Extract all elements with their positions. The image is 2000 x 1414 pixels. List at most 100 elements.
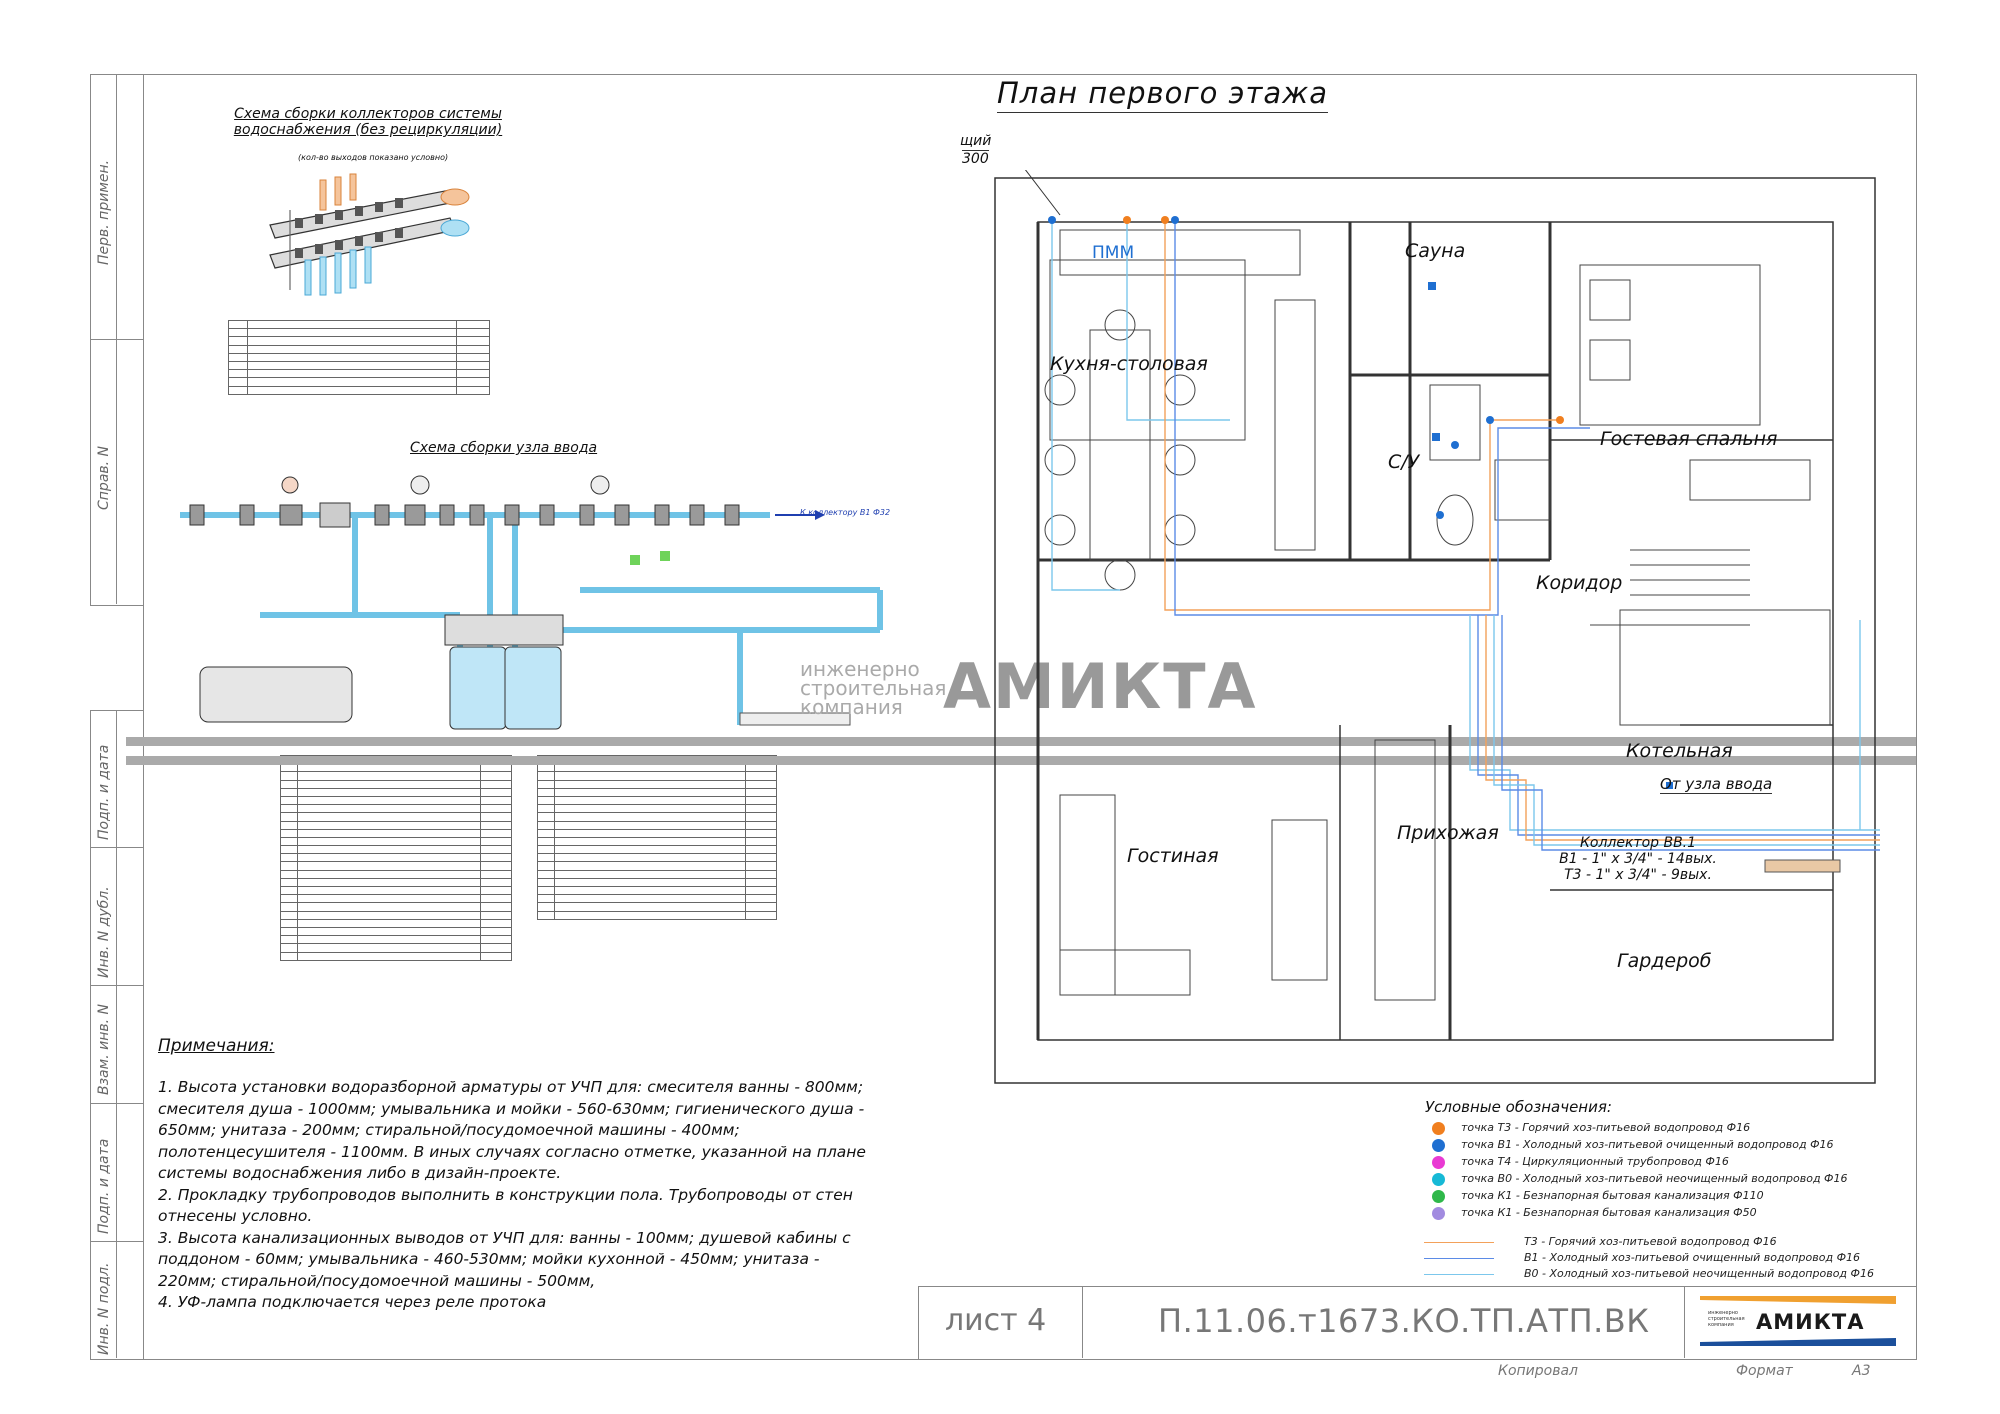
stamp-replace-inv: Взам. инв. N bbox=[96, 1004, 112, 1095]
legend-point-row: точка Т4 - Циркуляционный трубопровод Ф1… bbox=[1432, 1155, 1729, 1173]
stamp-orig-inv: Инв. N подл. bbox=[96, 1262, 112, 1356]
side-stamp-divider-bottom bbox=[116, 710, 117, 1358]
note-3: 3. Высота канализационных выводов от УЧП… bbox=[158, 1228, 851, 1290]
legend-line-label: Т3 - Горячий хоз-питьевой водопровод Ф16 bbox=[1524, 1235, 1777, 1248]
shield-leader bbox=[1024, 170, 1061, 216]
legend-line-swatch bbox=[1424, 1241, 1494, 1243]
document-code: П.11.06.т1673.КО.ТП.АТП.ВК bbox=[1158, 1302, 1650, 1340]
legend-point-label: точка Т4 - Циркуляционный трубопровод Ф1… bbox=[1461, 1155, 1729, 1168]
collectors-scheme-subtitle: (кол-во выходов показано условно) bbox=[298, 153, 449, 162]
room-kitchen: Кухня-столовая bbox=[1050, 353, 1208, 375]
room-wardrobe: Гардероб bbox=[1617, 950, 1712, 972]
inlet-filters bbox=[444, 614, 564, 730]
side-stamp-row-2 bbox=[90, 985, 143, 986]
page-title: План первого этажа bbox=[997, 76, 1329, 113]
collector-box bbox=[1764, 859, 1841, 873]
from-inlet-label: От узла ввода bbox=[1660, 775, 1773, 794]
note-2: 2. Прокладку трубопроводов выполнить в к… bbox=[158, 1185, 853, 1226]
plan-bathroom-fixtures bbox=[1429, 384, 1551, 546]
title-block-divider-1 bbox=[1082, 1286, 1083, 1358]
legend-point-row: точка В1 - Холодный хоз-питьевой очищенн… bbox=[1432, 1138, 1834, 1156]
plan-water-points bbox=[1048, 216, 1673, 789]
legend-point-row: точка К1 - Безнапорная бытовая канализац… bbox=[1432, 1206, 1757, 1224]
collectors-drawing bbox=[269, 173, 470, 296]
legend-point-dot bbox=[1432, 1172, 1445, 1186]
legend-line-row: В0 - Холодный хоз-питьевой неочищенный в… bbox=[1424, 1267, 1874, 1285]
room-boiler: Котельная bbox=[1626, 740, 1733, 762]
legend-line-label: В0 - Холодный хоз-питьевой неочищенный в… bbox=[1524, 1267, 1874, 1280]
notes-title: Примечания: bbox=[158, 1036, 275, 1056]
legend-line-row: В1 - Холодный хоз-питьевой очищенный вод… bbox=[1424, 1251, 1860, 1269]
room-living: Гостиная bbox=[1127, 845, 1219, 867]
legend-point-label: точка В0 - Холодный хоз-питьевой неочище… bbox=[1461, 1172, 1848, 1185]
note-4: 4. УФ-лампа подключается через реле прот… bbox=[158, 1293, 547, 1311]
to-collector-label: К коллектору В1 Ф32 bbox=[800, 508, 891, 517]
legend-point-dot bbox=[1432, 1206, 1445, 1220]
drawing-frame bbox=[143, 74, 1917, 1360]
room-wc: С/У bbox=[1388, 451, 1420, 473]
side-stamp-column-top bbox=[90, 74, 144, 606]
collector-hot-outlets bbox=[319, 173, 470, 211]
title-block-divider-2 bbox=[1684, 1286, 1685, 1358]
legend-point-dot bbox=[1432, 1155, 1445, 1169]
collector-valves bbox=[295, 198, 403, 258]
legend-point-dot bbox=[1432, 1189, 1445, 1203]
inlet-drawing bbox=[180, 475, 883, 730]
room-sauna: Сауна bbox=[1405, 240, 1466, 262]
collectors-spec-table bbox=[228, 319, 490, 395]
stamp-sign-date-2: Подп. и дата bbox=[96, 1138, 112, 1234]
legend-point-label: точка В1 - Холодный хоз-питьевой очищенн… bbox=[1461, 1138, 1834, 1151]
collector-cold-inlet bbox=[440, 219, 470, 237]
watermark-band-bottom bbox=[126, 756, 1916, 765]
plan-kitchen-furniture bbox=[1044, 229, 1316, 591]
legend-point-dot bbox=[1432, 1138, 1445, 1152]
collector-outlets bbox=[304, 246, 372, 296]
stamp-sign-date-1: Подп. и дата bbox=[96, 744, 112, 840]
inlet-valve-green bbox=[630, 551, 670, 565]
room-corridor: Коридор bbox=[1536, 572, 1623, 594]
inlet-spec-table-right bbox=[537, 754, 777, 920]
stamp-first-use: Перв. примен. bbox=[96, 159, 112, 265]
copied-label: Копировал bbox=[1498, 1363, 1578, 1379]
inlet-arrow-head bbox=[815, 510, 825, 520]
logo-brand: АМИКТА bbox=[1756, 1310, 1865, 1334]
plan-bedroom-furniture bbox=[1579, 264, 1831, 726]
inlet-spec-table-left bbox=[280, 754, 512, 961]
side-stamp-divider-mid bbox=[90, 339, 143, 340]
shield-number: 300 bbox=[962, 150, 989, 167]
notes-body: 1. Высота установки водоразборной армату… bbox=[158, 1077, 878, 1314]
legend-point-label: точка Т3 - Горячий хоз-питьевой водопров… bbox=[1461, 1121, 1751, 1134]
legend-point-row: точка В0 - Холодный хоз-питьевой неочище… bbox=[1432, 1172, 1848, 1190]
legend-point-dot bbox=[1432, 1121, 1445, 1135]
legend-line-row: Т3 - Горячий хоз-питьевой водопровод Ф16 bbox=[1424, 1235, 1777, 1253]
note-1: 1. Высота установки водоразборной армату… bbox=[158, 1078, 864, 1096]
legend-line-swatch bbox=[1424, 1273, 1494, 1275]
note-1-cont: смесителя душа - 1000мм; умывальника и м… bbox=[158, 1099, 866, 1183]
inlet-uv-lamp bbox=[199, 666, 353, 723]
legend-line-label: В1 - Холодный хоз-питьевой очищенный вод… bbox=[1524, 1251, 1861, 1264]
room-hallway: Прихожая bbox=[1397, 822, 1499, 844]
room-guest-bedroom: Гостевая спальня bbox=[1600, 428, 1778, 450]
plan-stairs bbox=[1590, 549, 1750, 626]
room-pmm: ПММ bbox=[1092, 243, 1135, 263]
plan-living-furniture bbox=[1059, 739, 1436, 1001]
inlet-scheme-title: Схема сборки узла ввода bbox=[410, 440, 598, 456]
legend-point-row: точка Т3 - Горячий хоз-питьевой водопров… bbox=[1432, 1121, 1750, 1139]
legend-point-label: точка К1 - Безнапорная бытовая канализац… bbox=[1461, 1189, 1764, 1202]
side-stamp-row-1 bbox=[90, 847, 143, 848]
plan-pipes bbox=[1051, 220, 1880, 851]
title-block bbox=[918, 1286, 1916, 1359]
format-label: Формат bbox=[1736, 1363, 1793, 1379]
legend-title: Условные обозначения: bbox=[1425, 1098, 1612, 1116]
floor-plan bbox=[994, 170, 1880, 1084]
side-stamp-column-bottom bbox=[90, 710, 144, 1360]
shield-label: щий bbox=[960, 133, 992, 149]
format-value: А3 bbox=[1852, 1363, 1871, 1379]
legend-point-row: точка К1 - Безнапорная бытовая канализац… bbox=[1432, 1189, 1764, 1207]
legend-line-swatch bbox=[1424, 1257, 1494, 1259]
side-stamp-row-4 bbox=[90, 1241, 143, 1242]
collectors-scheme-title: Схема сборки коллекторов системы водосна… bbox=[233, 106, 503, 138]
